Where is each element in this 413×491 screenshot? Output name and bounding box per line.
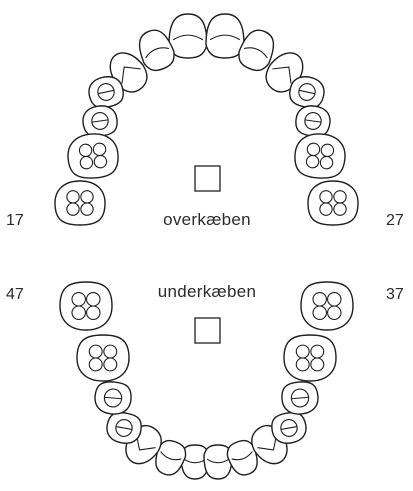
lower-jaw-checkbox[interactable] — [195, 318, 220, 343]
tooth-47[interactable] — [60, 282, 112, 330]
tooth-25[interactable] — [294, 104, 332, 138]
tooth-21[interactable] — [206, 14, 244, 58]
upper-jaw-label: overkæben — [163, 210, 251, 229]
tooth-number-47: 47 — [6, 286, 24, 303]
tooth-36[interactable] — [284, 335, 336, 381]
tooth-46[interactable] — [77, 335, 129, 381]
tooth-15[interactable] — [81, 104, 119, 138]
tooth-37[interactable] — [301, 282, 353, 330]
lower-arch — [60, 282, 353, 479]
tooth-16[interactable] — [67, 132, 120, 179]
tooth-17[interactable] — [55, 181, 105, 225]
tooth-number-17: 17 — [6, 212, 24, 229]
tooth-number-27: 27 — [386, 212, 404, 229]
tooth-35[interactable] — [281, 380, 320, 415]
upper-arch — [55, 14, 358, 225]
tooth-45[interactable] — [94, 380, 133, 415]
lower-jaw-label: underkæben — [158, 282, 256, 301]
tooth-number-37: 37 — [386, 286, 404, 303]
tooth-27[interactable] — [308, 181, 358, 225]
tooth-26[interactable] — [294, 132, 347, 179]
upper-jaw-checkbox[interactable] — [195, 166, 220, 191]
tooth-11[interactable] — [169, 14, 207, 58]
